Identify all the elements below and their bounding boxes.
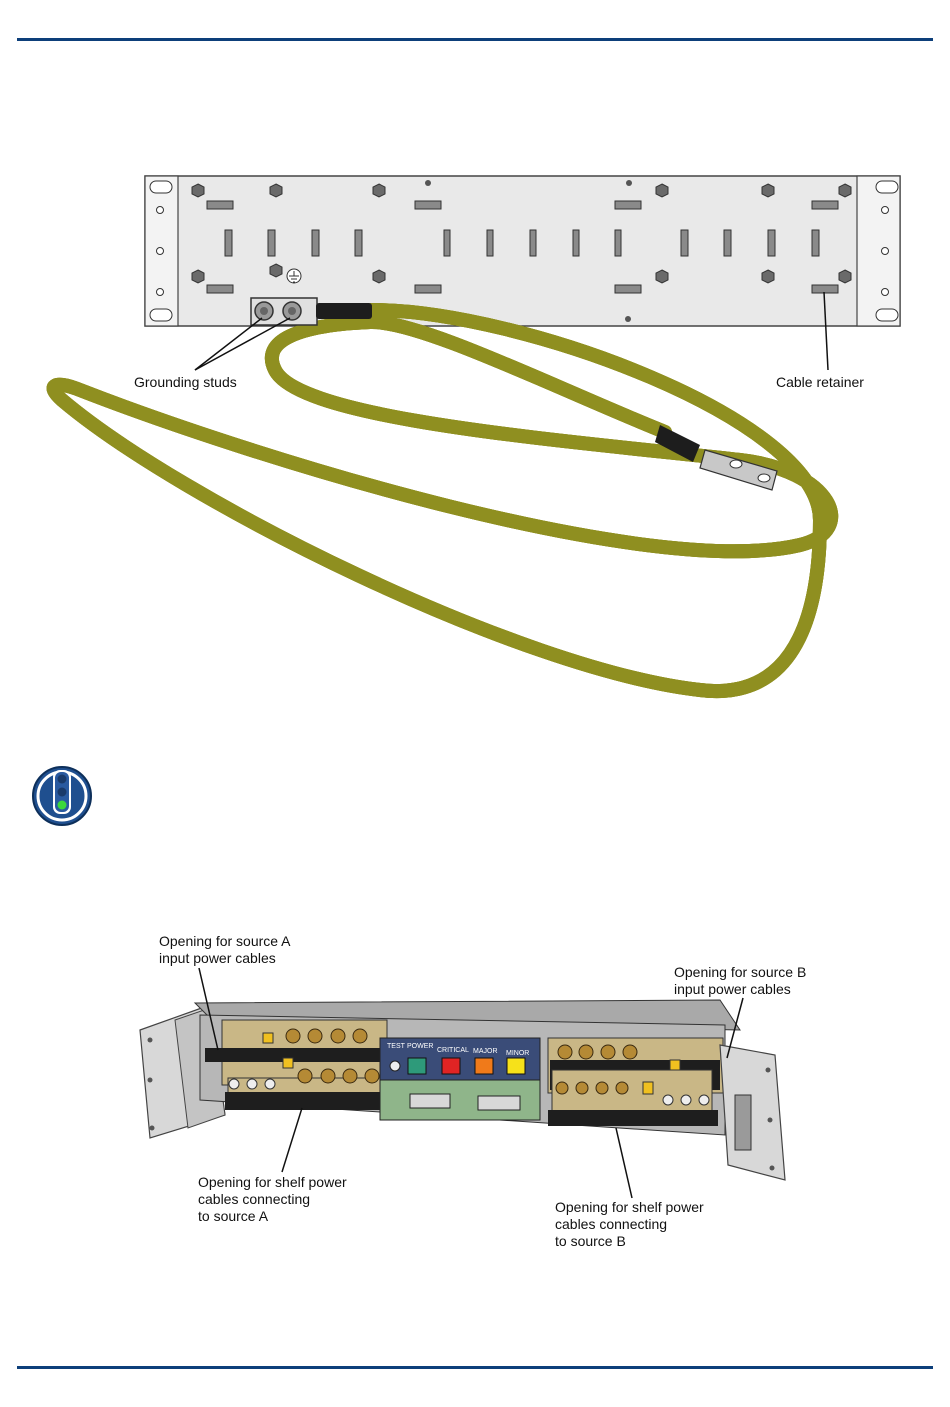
callout-line: cables connecting <box>198 1191 347 1208</box>
major-led <box>475 1058 493 1074</box>
callout-line: input power cables <box>159 950 291 967</box>
critical-led <box>442 1058 460 1074</box>
grounding-studs-callout: Grounding studs <box>134 374 237 391</box>
callout-line: to source A <box>198 1208 347 1225</box>
test-label: TEST <box>387 1043 405 1051</box>
critical-label: CRITICAL <box>437 1047 469 1055</box>
callout-line: input power cables <box>674 981 806 998</box>
grounding-figure <box>0 0 950 720</box>
source-a-terminal-block <box>205 1020 395 1110</box>
left-mounting-ear <box>140 1005 225 1138</box>
power-label: POWER <box>407 1043 433 1051</box>
right-mounting-ear <box>720 1045 785 1180</box>
cable-retainer-callout: Cable retainer <box>776 374 864 391</box>
callout-line: Opening for shelf power <box>555 1199 704 1216</box>
callout-line: to source B <box>555 1233 704 1250</box>
callout-line: Opening for shelf power <box>198 1174 347 1191</box>
source-b-opening-callout: Opening for source B input power cables <box>674 964 806 998</box>
leader-lines-fig2 <box>199 968 743 1198</box>
callout-line: cables connecting <box>555 1216 704 1233</box>
power-led <box>408 1058 426 1074</box>
minor-led <box>507 1058 525 1074</box>
shelf-a-opening-callout: Opening for shelf power cables connectin… <box>198 1174 347 1225</box>
callout-line: Opening for source B <box>674 964 806 981</box>
major-label: MAJOR <box>473 1048 498 1056</box>
source-b-terminal-block <box>548 1038 723 1126</box>
bottom-rule <box>17 1366 933 1369</box>
source-a-opening-callout: Opening for source A input power cables <box>159 933 291 967</box>
shelf-b-opening-callout: Opening for shelf power cables connectin… <box>555 1199 704 1250</box>
minor-label: MINOR <box>506 1050 529 1058</box>
grounding-cable <box>54 310 832 691</box>
callout-line: Opening for source A <box>159 933 291 950</box>
